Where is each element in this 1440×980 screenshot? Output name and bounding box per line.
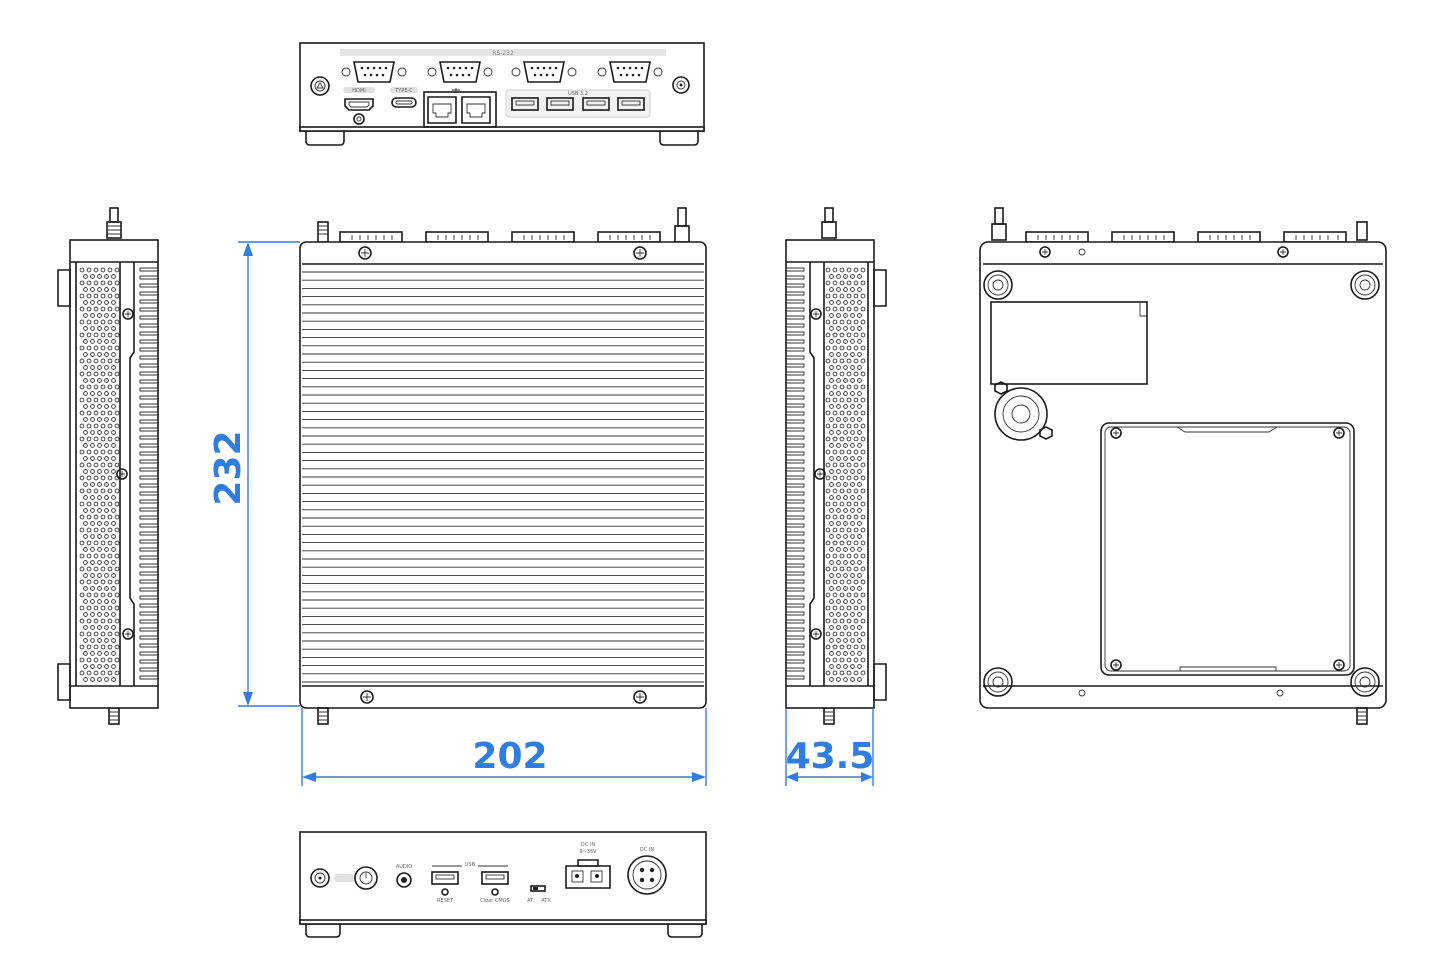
antenna-connector-icon [1356,221,1368,241]
usb-label: USB [465,862,476,868]
antenna-connector-icon [674,207,690,243]
com-port-icons [341,61,663,83]
screw-icon [116,468,128,480]
screw-icon [633,246,647,260]
at-atx-switch-icon [530,885,546,892]
power-button-icon [310,76,330,96]
fan-vent-icon [994,381,1053,441]
antenna-mount-icon [672,76,690,94]
rs232-label: RS-232 [492,50,514,57]
antenna-connector-icon [317,221,329,243]
audio-jack-icon [396,872,412,888]
rubber-foot-icon [983,270,1013,300]
vent-perforation [79,267,120,682]
screw-icon [1333,427,1345,439]
depth-dimension-label: 43.5 [786,736,875,777]
rubber-foot-icon [983,667,1013,697]
screw-icon [360,690,374,704]
dc-in-range-label: 9~36V [579,849,597,855]
access-cover-panel [1100,422,1355,676]
screw-icon [1333,659,1345,671]
lan-port-icons [423,88,497,128]
top-view [299,207,707,725]
antenna-connector-icon [991,207,1007,241]
screw-icon [810,628,822,640]
screw-icon [1110,427,1122,439]
screw-icon [358,246,372,260]
usb-typec-port-icon [391,97,417,108]
antenna-connector-icon [108,707,120,725]
screw-icon [1277,246,1289,258]
rear-panel-view: RS-232 [299,42,705,146]
reset-button-icon [441,888,449,896]
usb32-label: USB 3.2 [568,91,588,97]
com-connector-tops [339,231,661,243]
antenna-connector-icon [106,207,122,239]
dc-terminal-block-icon [565,859,611,889]
screw-icon [122,628,134,640]
dimension-height: 232 [208,241,300,707]
usb-a-port-icons [431,871,509,885]
rubber-foot-icon [1350,270,1380,300]
com-connector-tops [1025,231,1347,243]
antenna-connector-icon [821,207,837,239]
dc-in-2-label: DC IN [640,847,654,853]
typec-label: TYPE-C [394,88,413,94]
dc-jack-icon [627,855,667,895]
dimension-width: 202 [301,708,707,786]
power-button-icon [334,866,378,890]
at-label: AT [527,898,534,904]
screw-icon [1039,246,1051,258]
antenna-connector-icon [823,707,835,725]
clear-cmos-button-icon [491,888,499,896]
screw-icon [1110,659,1122,671]
heatsink-fins [302,271,704,683]
hdmi-label: HDMI [352,88,365,94]
audio-label: AUDIO [396,864,412,870]
front-panel-view: AUDIO USB RESET Clear CMOS AT ATX DC IN … [299,831,707,938]
usb-a-port-icons [511,97,645,111]
hdmi-port-icon [344,98,374,111]
right-side-view [785,207,887,725]
rubber-foot-icon [1350,667,1380,697]
screw-icon [810,308,822,320]
bottom-view [979,207,1387,725]
atx-label: ATX [541,898,551,904]
screw-icon [122,308,134,320]
screw-icon [633,690,647,704]
label-plate [990,301,1148,385]
heatsink-fins [139,267,158,680]
dc-in-label: DC IN [581,842,595,848]
antenna-connector-icon [1356,707,1368,725]
antenna-mount-icon [310,868,330,888]
screw-icon [814,468,826,480]
vent-perforation [825,267,866,682]
clear-cmos-label: Clear CMOS [480,898,510,904]
height-dimension-label: 232 [208,430,249,505]
left-side-view [57,207,159,725]
width-dimension-label: 202 [472,736,547,777]
reset-label: RESET [437,898,454,904]
dimension-depth: 43.5 [785,708,875,786]
antenna-connector-icon [317,707,329,725]
heatsink-fins [786,267,805,680]
